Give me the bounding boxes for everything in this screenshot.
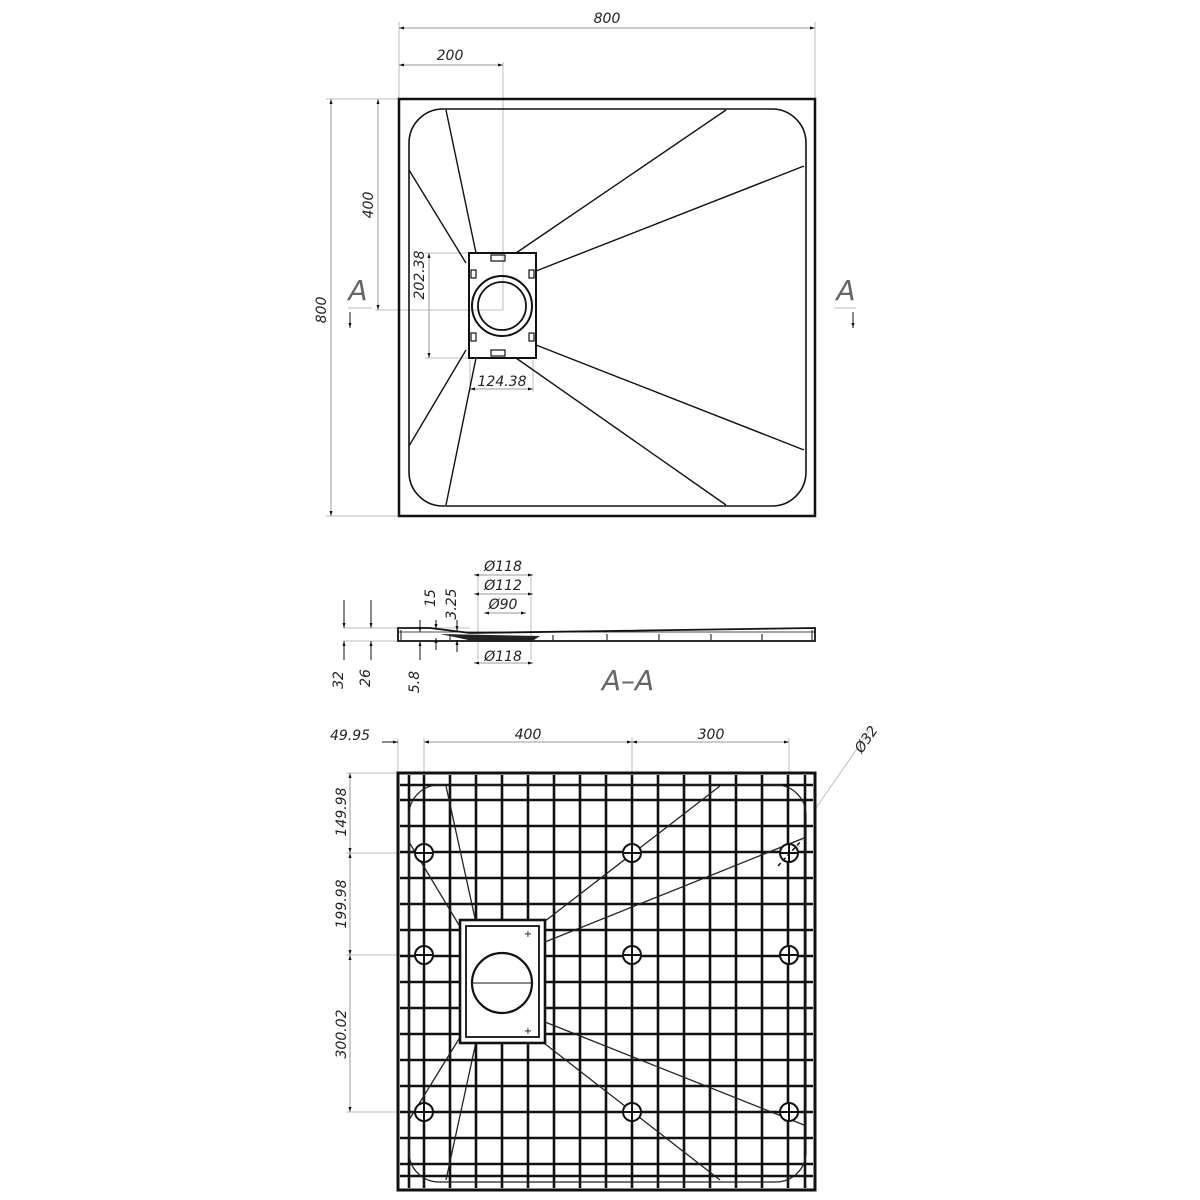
dim-foot-spacing-y2: 300.02 [334, 1009, 350, 1058]
section-label: A–A [600, 664, 654, 697]
top-view: 800 200 800 400 202.38 124.38 A A [314, 11, 856, 518]
foot-1 [414, 843, 434, 863]
dim-body-height: 26 [358, 669, 374, 687]
bottom-outline [396, 771, 817, 1192]
section-marker-right: A [834, 274, 855, 307]
foot-4 [414, 945, 434, 965]
section-view: 32 26 5.8 15 3.25 Ø118 Ø112 Ø90 Ø118 [331, 559, 816, 697]
dim-drain-frame-height: 202.38 [412, 250, 428, 299]
drain-frame [468, 252, 537, 359]
foot-6 [779, 945, 799, 965]
dim-dia-inner: Ø90 [488, 597, 518, 613]
dim-dia-outer-top: Ø118 [483, 559, 522, 575]
dim-edge-to-foot-y: 149.98 [334, 787, 350, 836]
dim-foot-diameter: Ø32 [851, 723, 881, 757]
section-marker-left: A [346, 274, 367, 307]
foot-8 [622, 1102, 642, 1122]
tray-inner-basin [408, 108, 807, 507]
dim-drain-frame-width: 124.38 [478, 374, 527, 390]
support-feet [414, 843, 799, 1122]
drain-outlet [471, 275, 533, 337]
svg-text:+: + [524, 1026, 532, 1037]
foot-5 [622, 945, 642, 965]
dim-overall-height: 800 [314, 297, 330, 324]
dim-total-height: 32 [331, 671, 347, 689]
dim-foot-spacing-x1: 400 [515, 727, 542, 743]
section-profile [397, 627, 816, 642]
slope-lines [408, 109, 805, 506]
tray-outline [397, 97, 817, 518]
dim-foot-spacing-x2: 300 [698, 727, 725, 743]
dim-foot-spacing-y1: 199.98 [334, 879, 350, 928]
dim-rim-step: 5.8 [407, 671, 423, 693]
dim-edge-to-foot-x: 49.95 [330, 728, 370, 744]
foot-2 [622, 843, 642, 863]
foot-7 [414, 1102, 434, 1122]
dim-lip: 3.25 [444, 588, 460, 619]
dim-drain-offset-x: 200 [437, 48, 464, 64]
svg-text:+: + [524, 929, 532, 940]
foot-9 [779, 1102, 799, 1122]
dim-dia-outer-bottom: Ø118 [483, 649, 522, 665]
bottom-view: 49.95 400 300 Ø32 149.98 199.98 300.02 [330, 723, 882, 1192]
dim-drain-offset-y: 400 [361, 192, 377, 219]
drain-frame-bottom: + + [458, 918, 547, 1045]
dim-dia-mid: Ø112 [483, 578, 522, 594]
dim-rim: 15 [423, 589, 439, 607]
dim-overall-width: 800 [594, 11, 621, 27]
